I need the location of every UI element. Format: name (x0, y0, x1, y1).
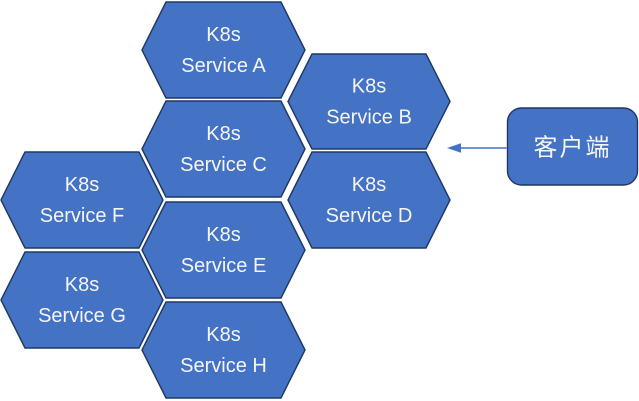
hexagon-label-line1: K8s (206, 224, 240, 246)
hexagon-label-line1: K8s (206, 324, 240, 346)
hexagon-shape (287, 151, 451, 249)
hexagon-service-a: K8s Service A (141, 1, 306, 99)
hexagon-label-line1: K8s (352, 76, 386, 98)
hexagon-service-c: K8s Service C (141, 100, 306, 198)
client-box-shape (506, 107, 639, 186)
hexagon-label-line1: K8s (65, 174, 99, 196)
client-box: 客户端 (506, 107, 639, 186)
hexagon-service-b: K8s Service B (287, 53, 451, 150)
hexagon-shape (141, 1, 306, 99)
hexagon-service-g: K8s Service G (0, 251, 164, 349)
client-to-services-arrow (447, 143, 507, 153)
hexagon-label-line2: Service B (326, 107, 412, 129)
hexagon-label-line2: Service D (326, 205, 413, 227)
hexagon-label-line1: K8s (352, 174, 386, 196)
hexagon-shape (141, 201, 306, 299)
hexagon-shape (141, 301, 306, 399)
hexagon-label-line1: K8s (206, 123, 240, 145)
hexagon-label-line2: Service A (181, 55, 266, 77)
hexagon-service-e: K8s Service E (141, 201, 306, 299)
client-box-label: 客户端 (534, 135, 612, 162)
hexagon-shape (287, 53, 451, 150)
hexagon-label-line2: Service E (181, 255, 267, 277)
hexagon-service-f: K8s Service F (0, 151, 164, 249)
hexagon-shape (141, 100, 306, 198)
hexagon-service-h: K8s Service H (141, 301, 306, 399)
hexagon-shape (0, 251, 164, 349)
left-arrowhead-icon (447, 143, 461, 153)
hexagon-label-line2: Service H (180, 355, 267, 377)
hexagon-shape (0, 151, 164, 249)
hexagon-label-line2: Service C (180, 154, 267, 176)
hexagon-label-line2: Service F (40, 205, 124, 227)
hexagon-label-line1: K8s (206, 24, 240, 46)
hexagon-label-line2: Service G (38, 305, 126, 327)
hexagon-label-line1: K8s (65, 274, 99, 296)
hexagon-service-d: K8s Service D (287, 151, 451, 249)
